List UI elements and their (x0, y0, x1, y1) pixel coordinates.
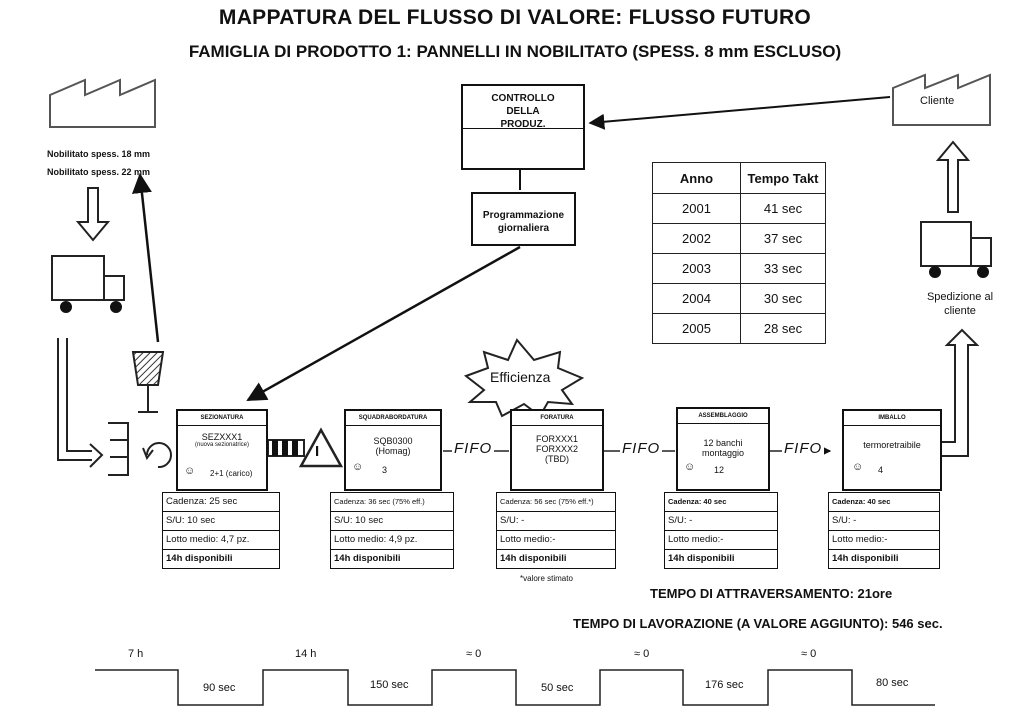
fifo-label: FIFO (620, 440, 663, 457)
withdrawal-icon (142, 442, 172, 469)
schedule-box: Programmazione giornaliera (471, 192, 576, 246)
supplier-truck-icon (51, 255, 125, 313)
process-time: TEMPO DI LAVORAZIONE (A VALORE AGGIUNTO)… (573, 616, 943, 631)
page-title: MAPPATURA DEL FLUSSO DI VALORE: FLUSSO F… (218, 6, 812, 29)
operators: 3 (382, 465, 388, 475)
operator-icon: ☺ (852, 461, 864, 473)
process-line: montaggio (701, 448, 745, 458)
operators: 2+1 (carico) (210, 469, 253, 478)
supplier-label-1: Nobilitato spess. 18 mm (47, 149, 151, 159)
process-box-squadrabordatura: SQUADRABORDATURA SQB0300 (Homag) ☺ 3 (344, 409, 442, 491)
timeline-wait: ≈ 0 (466, 648, 482, 660)
timeline (95, 669, 935, 706)
timeline-wait: ≈ 0 (801, 648, 817, 660)
inventory-label: I (315, 443, 320, 460)
timeline-work: 90 sec (203, 682, 236, 694)
operator-icon: ☺ (684, 461, 696, 473)
production-control-label: CONTROLLO DELLA PRODUZ. (463, 86, 583, 130)
customer-factory-icon (892, 73, 991, 126)
process-header: IMBALLO (844, 411, 940, 426)
timeline-wait: 14 h (295, 648, 317, 660)
supplier-factory-icon (49, 78, 156, 128)
fifo-label: FIFO (452, 440, 495, 457)
process-line: (TBD) (545, 454, 569, 464)
process-box-foratura: FORATURA FORXXX1 FORXXX2 (TBD) (510, 409, 604, 491)
footnote: *valore stimato (520, 574, 573, 583)
efficiency-label: Efficienza (490, 369, 551, 385)
inventory-triangle-icon (298, 427, 344, 468)
shipping-arrow (942, 328, 980, 457)
process-line: SQB0300 (373, 436, 413, 446)
process-line: SEZXXX1 (201, 432, 243, 442)
process-line: FORXXX2 (535, 444, 578, 454)
takt-header-time: Tempo Takt (740, 162, 826, 194)
fifo-label: FIFO (782, 440, 825, 457)
operator-icon: ☺ (184, 465, 196, 477)
kanban-bin-icon (131, 351, 165, 413)
kaizen-burst-icon (463, 338, 585, 418)
push-arrow (267, 439, 305, 457)
process-header: ASSEMBLAGGIO (678, 409, 768, 424)
timeline-work: 50 sec (541, 682, 574, 694)
data-box-foratura: Cadenza: 56 sec (75% eff.*)S/U: -Lotto m… (496, 492, 616, 569)
operators: 4 (878, 465, 884, 475)
process-header: SEZIONATURA (178, 411, 266, 426)
process-header: SQUADRABORDATURA (346, 411, 440, 426)
timeline-work: 80 sec (876, 677, 909, 689)
page-subtitle: FAMIGLIA DI PRODOTTO 1: PANNELLI IN NOBI… (188, 42, 842, 61)
operators: 12 (714, 465, 725, 475)
process-line: 12 banchi (703, 438, 743, 448)
lead-time: TEMPO DI ATTRAVERSAMENTO: 21ore (650, 586, 893, 601)
process-header: FORATURA (512, 411, 602, 426)
timeline-work: 176 sec (705, 679, 744, 691)
process-line: (nuova sezionatrice) (194, 442, 250, 448)
supermarket-icon (108, 422, 129, 476)
process-box-imballo: IMBALLO termoretraibile ☺ 4 (842, 409, 942, 491)
shipping-label: Spedizione al cliente (926, 291, 994, 317)
production-control-box: CONTROLLO DELLA PRODUZ. (461, 84, 585, 170)
process-box-sezionatura: SEZIONATURA SEZXXX1 (nuova sezionatrice)… (176, 409, 268, 491)
process-line: FORXXX1 (535, 434, 578, 444)
shipment-down-arrow-icon (75, 187, 111, 242)
material-flow-arrow (57, 338, 104, 468)
supplier-label-2: Nobilitato spess. 22 mm (47, 167, 151, 177)
takt-header-year: Anno (652, 162, 741, 194)
shipment-up-arrow-icon (935, 140, 971, 213)
timeline-work: 150 sec (370, 679, 409, 691)
process-line: (Homag) (375, 446, 411, 456)
process-box-assemblaggio: ASSEMBLAGGIO 12 banchi montaggio ☺ 12 (676, 407, 770, 491)
customer-truck-icon (920, 221, 992, 278)
process-line: termoretraibile (863, 440, 921, 450)
timeline-wait: ≈ 0 (634, 648, 650, 660)
operator-icon: ☺ (352, 461, 364, 473)
timeline-wait: 7 h (128, 648, 144, 660)
customer-label: Cliente (920, 95, 955, 107)
